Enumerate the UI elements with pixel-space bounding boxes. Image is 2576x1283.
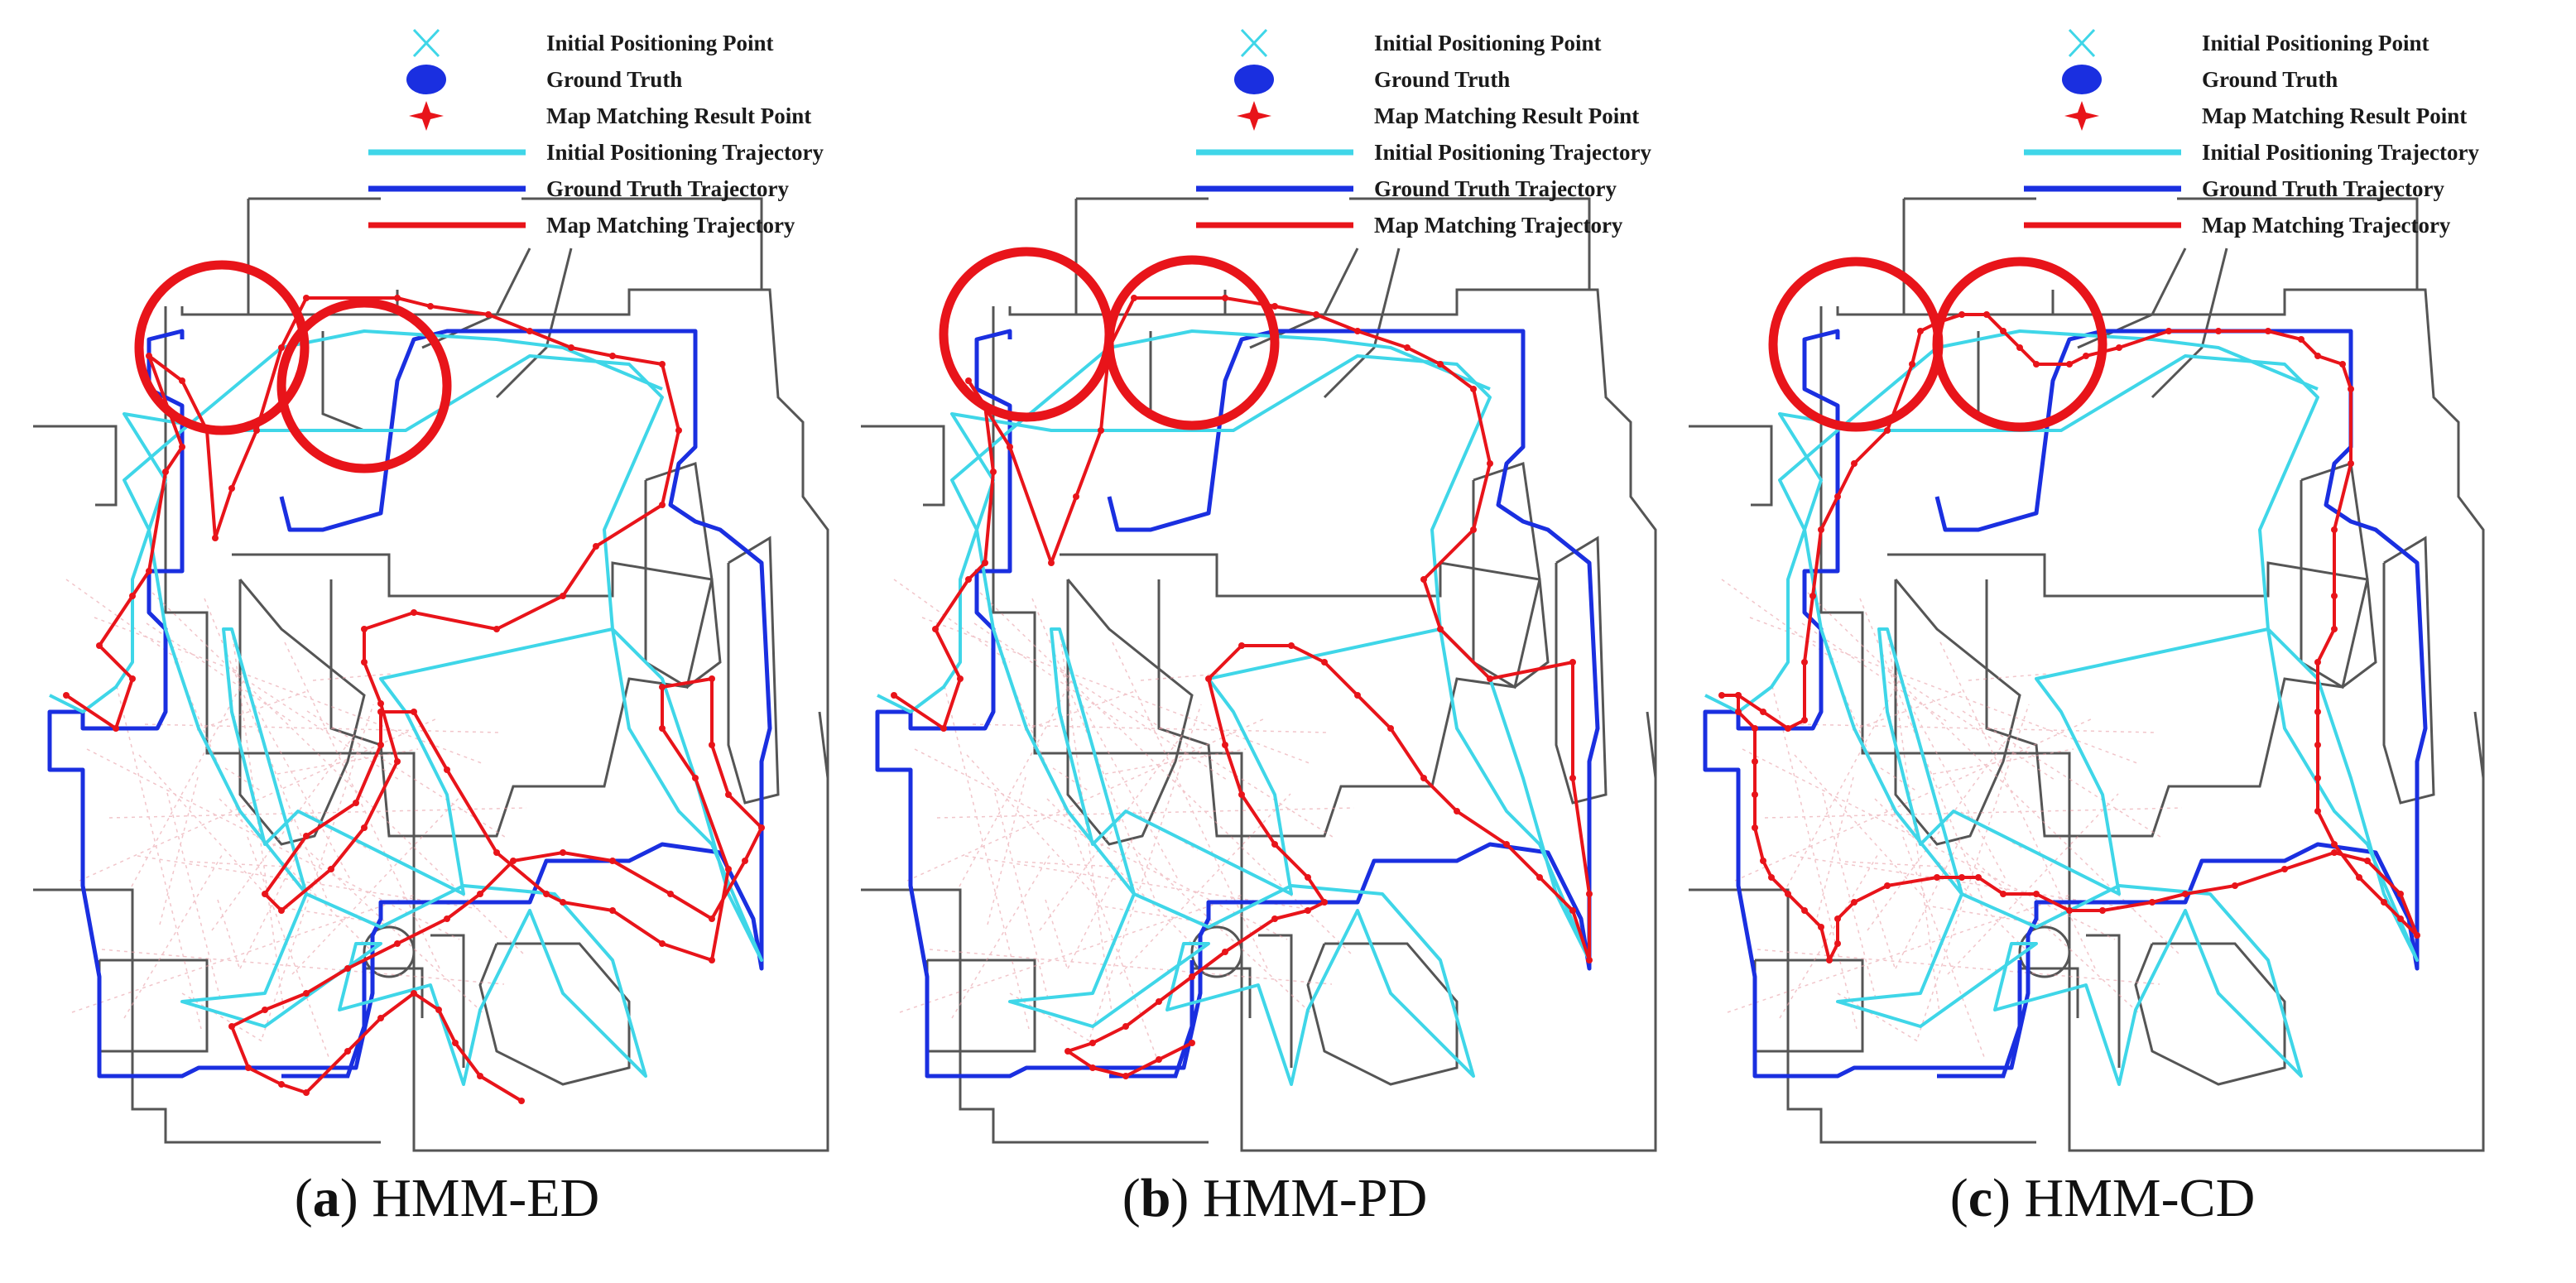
legend-label: Map Matching Result Point (2202, 103, 2468, 128)
ground-truth-trajectory (47, 329, 772, 1079)
star-icon (2064, 101, 2099, 131)
map-matching-points (63, 295, 765, 1104)
legend-item-mm_traj: Map Matching Trajectory (1188, 207, 1622, 243)
legend-line-icon (1196, 149, 1353, 156)
legend-label: Initial Positioning Point (546, 30, 774, 55)
legend-line-icon (1196, 222, 1353, 228)
legend-line-icon (1196, 185, 1353, 192)
panel-caption: (c) HMM-CD (1689, 1167, 2516, 1230)
floor-map-diagram (861, 197, 1657, 1152)
x-mark-icon (412, 28, 440, 58)
legend-label: Ground Truth (1374, 66, 1511, 92)
legend-label: Initial Positioning Trajectory (546, 139, 824, 165)
panel-caption: (a) HMM-ED (33, 1167, 861, 1230)
legend-item-initial_point: Initial Positioning Point (2053, 25, 2429, 61)
legend-item-initial_point: Initial Positioning Point (1225, 25, 1602, 61)
legend-item-initial_traj: Initial Positioning Trajectory (2016, 134, 2479, 171)
caption-letter: (a) (294, 1168, 358, 1228)
legend-label: Map Matching Result Point (546, 103, 812, 128)
map-matching-points (891, 295, 1593, 1079)
legend-label: Map Matching Trajectory (1374, 212, 1623, 238)
star-icon (409, 101, 444, 131)
legend-label: Initial Positioning Point (2202, 30, 2429, 55)
legend-label: Map Matching Result Point (1374, 103, 1640, 128)
floor-plan-walls (1689, 197, 2485, 1152)
highlight-circle-2 (276, 298, 452, 473)
legend-item-mm_traj: Map Matching Trajectory (2016, 207, 2450, 243)
map-matching-points (1718, 311, 2420, 963)
floor-plan-walls (861, 197, 1657, 1152)
legend-item-initial_traj: Initial Positioning Trajectory (360, 134, 824, 171)
caption-letter: (c) (1949, 1168, 2011, 1228)
legend-label: Ground Truth Trajectory (2202, 175, 2445, 201)
legend-item-gt_traj: Ground Truth Trajectory (2016, 171, 2444, 207)
legend-line-icon (368, 185, 526, 192)
caption-letter: (b) (1122, 1168, 1189, 1228)
legend-line-icon (2024, 149, 2181, 156)
highlight-circle-1 (1768, 257, 1944, 432)
legend-item-mm_traj: Map Matching Trajectory (360, 207, 795, 243)
floor-map-diagram (33, 197, 829, 1152)
caption-title: HMM-ED (372, 1168, 600, 1228)
highlight-circle-1 (939, 247, 1114, 422)
candidate-links (893, 579, 1355, 1058)
legend-label: Ground Truth (2202, 66, 2338, 92)
legend-label: Initial Positioning Trajectory (2202, 139, 2479, 165)
initial-positioning-trajectory (1704, 329, 2419, 1086)
panel-caption: (b) HMM-PD (861, 1167, 1689, 1230)
legend-label: Ground Truth Trajectory (546, 175, 790, 201)
legend-item-mm_point: Map Matching Result Point (1225, 98, 1639, 134)
legend-item-initial_point: Initial Positioning Point (397, 25, 774, 61)
legend-label: Map Matching Trajectory (2202, 212, 2451, 238)
initial-positioning-trajectory (49, 329, 763, 1086)
highlight-circle-2 (1932, 257, 2107, 432)
highlight-circle-1 (134, 260, 310, 435)
legend-item-gt_traj: Ground Truth Trajectory (360, 171, 789, 207)
legend-item-mm_point: Map Matching Result Point (2053, 98, 2467, 134)
legend-label: Ground Truth Trajectory (1374, 175, 1617, 201)
legend-item-gt_traj: Ground Truth Trajectory (1188, 171, 1617, 207)
legend-item-initial_traj: Initial Positioning Trajectory (1188, 134, 1651, 171)
legend-item-ground_truth: Ground Truth (397, 61, 682, 98)
legend-line-icon (2024, 222, 2181, 228)
legend-item-mm_point: Map Matching Result Point (397, 98, 811, 134)
legend-item-ground_truth: Ground Truth (1225, 61, 1510, 98)
caption-title: HMM-PD (1202, 1168, 1428, 1228)
ground-truth-trajectory (875, 329, 1600, 1079)
highlight-circle-2 (1104, 255, 1280, 430)
ellipse-icon (406, 65, 446, 94)
legend-label: Map Matching Trajectory (546, 212, 795, 238)
legend-line-icon (368, 149, 526, 156)
legend-line-icon (368, 222, 526, 228)
ellipse-icon (1234, 65, 1274, 94)
candidate-links (1721, 579, 2183, 1058)
star-icon (1237, 101, 1271, 131)
legend-label: Initial Positioning Trajectory (1374, 139, 1651, 165)
x-mark-icon (1240, 28, 1268, 58)
ground-truth-trajectory (1703, 329, 2428, 1079)
candidate-links (65, 579, 527, 1058)
x-mark-icon (2068, 28, 2096, 58)
legend-line-icon (2024, 185, 2181, 192)
legend-label: Initial Positioning Point (1374, 30, 1602, 55)
legend-label: Ground Truth (546, 66, 683, 92)
ellipse-icon (2062, 65, 2102, 94)
floor-map-diagram (1689, 197, 2485, 1152)
caption-title: HMM-CD (2024, 1168, 2256, 1228)
legend-item-ground_truth: Ground Truth (2053, 61, 2338, 98)
